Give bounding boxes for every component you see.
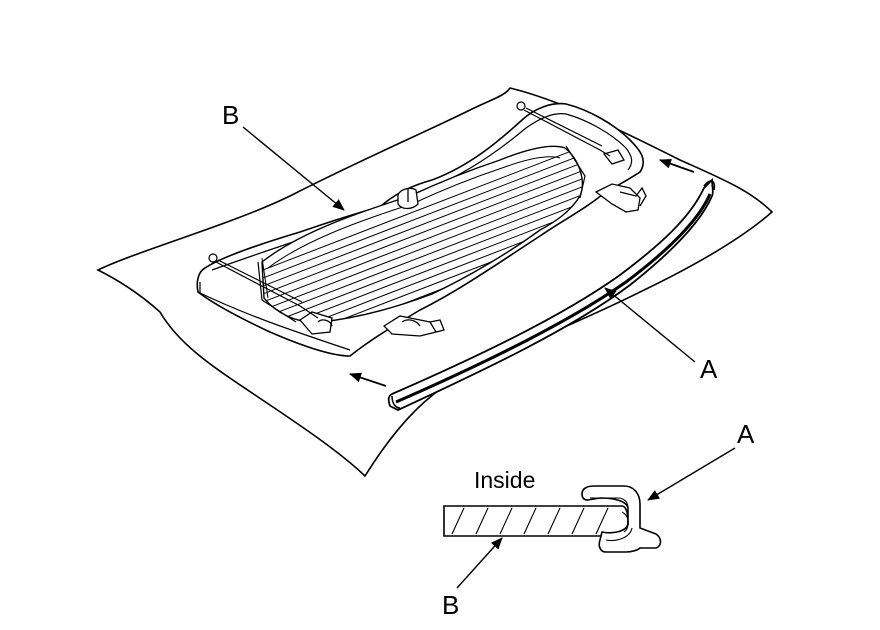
install-arrows [349,158,695,387]
feed-wires [208,101,611,319]
callout-leaders [242,126,696,363]
label-inside: Inside [474,467,535,493]
detail-callout-leaders [456,447,736,589]
label-detail-molding-a: A [737,419,755,449]
glass-clips [299,149,647,337]
label-molding-a: A [700,354,718,384]
label-glass-b: B [222,100,239,130]
label-detail-glass-b: B [442,590,459,620]
cross-section-detail [443,485,662,553]
